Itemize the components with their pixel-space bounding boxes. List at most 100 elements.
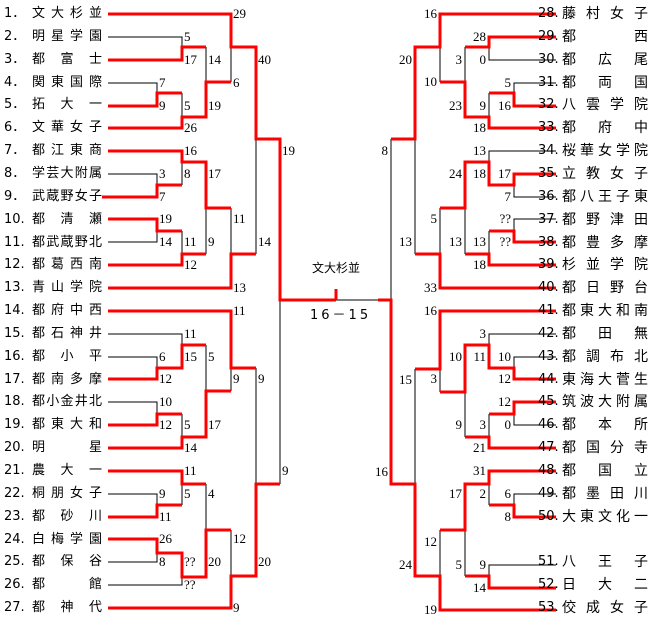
match-score: 5 (208, 349, 215, 364)
bracket-line-winner (108, 503, 182, 519)
team-entry: 30.都 広 尾 (538, 51, 650, 69)
match-score: 19 (208, 98, 221, 113)
team-name: 都小金井北 (32, 394, 102, 409)
match-score: 19 (159, 211, 172, 226)
match-score: 17 (449, 486, 462, 501)
team-number: 7． (4, 143, 26, 158)
match-score: 11 (184, 463, 197, 478)
team-name: 都 神 代 (32, 600, 102, 615)
bracket-line-winner (489, 91, 556, 108)
team-name: 都 田 無 (562, 326, 648, 342)
team-number: 22. (4, 486, 25, 501)
match-score: 24 (399, 557, 412, 572)
team-entry: 2．明 星 学 園 (4, 28, 104, 46)
team-number: 52. (538, 577, 559, 592)
team-name: 都 府 中 西 (32, 303, 102, 318)
team-name: 杉 並 学 院 (562, 257, 648, 273)
match-score: 40 (258, 52, 271, 67)
match-score: 5 (184, 486, 191, 501)
team-entry: 46.都 本 所 (538, 416, 650, 434)
team-entry: 17.都 南 多 摩 (4, 371, 104, 389)
team-name: 八 雲 学 院 (562, 97, 648, 113)
team-name: 都 富 士 (32, 52, 102, 67)
team-entry: 40.都 日 野 台 (538, 279, 650, 297)
bracket-line-loser (513, 493, 556, 505)
team-entry: 4．関 東 国 際 (4, 74, 104, 92)
team-number: 14. (4, 303, 25, 318)
match-score: 19 (424, 602, 437, 617)
team-name: 都武蔵野北 (32, 235, 102, 250)
team-entry: 16.都 小 平 (4, 348, 104, 366)
team-name: 桐 朋 女 子 (32, 486, 102, 501)
team-name: 学芸大附属 (32, 166, 102, 181)
team-name: 藤 村 女 子 (562, 6, 648, 22)
match-score: 12 (159, 371, 172, 386)
team-number: 13. (4, 280, 25, 295)
bracket-line-winner (108, 149, 231, 210)
bracket-line-loser (108, 173, 158, 185)
bracket-line-loser (488, 150, 556, 162)
team-name: 都東大和南 (562, 303, 648, 319)
match-score: 17 (184, 52, 197, 67)
team-name: 都 南 多 摩 (32, 372, 102, 387)
match-score: 16 (498, 98, 511, 113)
team-name: 都 国 分 寺 (562, 440, 648, 456)
bracket-line-loser (488, 333, 556, 345)
team-number: 45. (538, 394, 559, 409)
match-score: 5 (455, 557, 463, 572)
match-score: 12 (498, 371, 511, 386)
match-score: 5 (184, 29, 191, 44)
match-score: 21 (473, 440, 486, 455)
match-score: 9 (233, 371, 240, 386)
team-number: 38. (538, 235, 559, 250)
team-number: 29. (538, 29, 559, 44)
match-score: ?? (184, 577, 196, 592)
team-number: 10. (4, 212, 25, 227)
match-score: 10 (424, 74, 437, 89)
team-number: 28. (538, 6, 559, 21)
team-name: 都 西 (562, 29, 648, 45)
team-name: 筑波大附属 (562, 394, 648, 410)
match-score: 9 (159, 98, 166, 113)
match-score: 17 (208, 166, 221, 181)
team-name: 日 大 二 (562, 577, 648, 593)
team-entry: 49.都 墨 田 川 (538, 485, 650, 503)
team-entry: 6．文 華 女 子 (4, 119, 104, 137)
match-score: 15 (184, 349, 197, 364)
match-score: 16 (424, 303, 437, 318)
team-number: 26. (4, 577, 25, 592)
bracket-line-winner (108, 482, 280, 610)
match-score: 9 (455, 417, 463, 432)
team-number: 20. (4, 440, 25, 455)
match-score: 9 (479, 98, 487, 113)
match-score: 15 (399, 372, 412, 387)
bracket-line-winner (108, 469, 206, 486)
team-entry: 1．文 大 杉 並 (4, 5, 104, 23)
team-entry: 22. 桐 朋 女 子 (4, 485, 104, 503)
match-score: 9 (282, 463, 289, 478)
team-number: 50. (538, 509, 559, 524)
team-number: 33. (538, 120, 559, 135)
bracket-line-winner (378, 298, 556, 612)
match-score: 14 (258, 234, 271, 249)
match-score: 6 (504, 486, 512, 501)
bracket-line-winner (415, 309, 556, 371)
team-name: 文 大 杉 並 (32, 6, 102, 21)
team-entry: 44.東海大菅生 (538, 371, 650, 389)
team-number: 2． (4, 29, 26, 44)
bracket-line-winner (108, 389, 231, 450)
match-score: 9 (479, 557, 487, 572)
match-score: 12 (184, 257, 197, 272)
match-score: 29 (233, 6, 246, 21)
team-entry: 8．学芸大附属 (4, 165, 104, 183)
match-score: 12 (498, 394, 511, 409)
match-score: 11 (233, 211, 246, 226)
match-score: 13 (449, 234, 462, 249)
team-entry: 43.都 調 布 北 (538, 348, 650, 366)
team-number: 3． (4, 52, 26, 67)
team-name: 都 府 中 (562, 120, 648, 136)
team-name: 八 王 子 (562, 554, 648, 570)
match-score: 5 (430, 211, 438, 226)
match-score: 7 (159, 189, 166, 204)
bracket-line-winner (440, 469, 556, 532)
